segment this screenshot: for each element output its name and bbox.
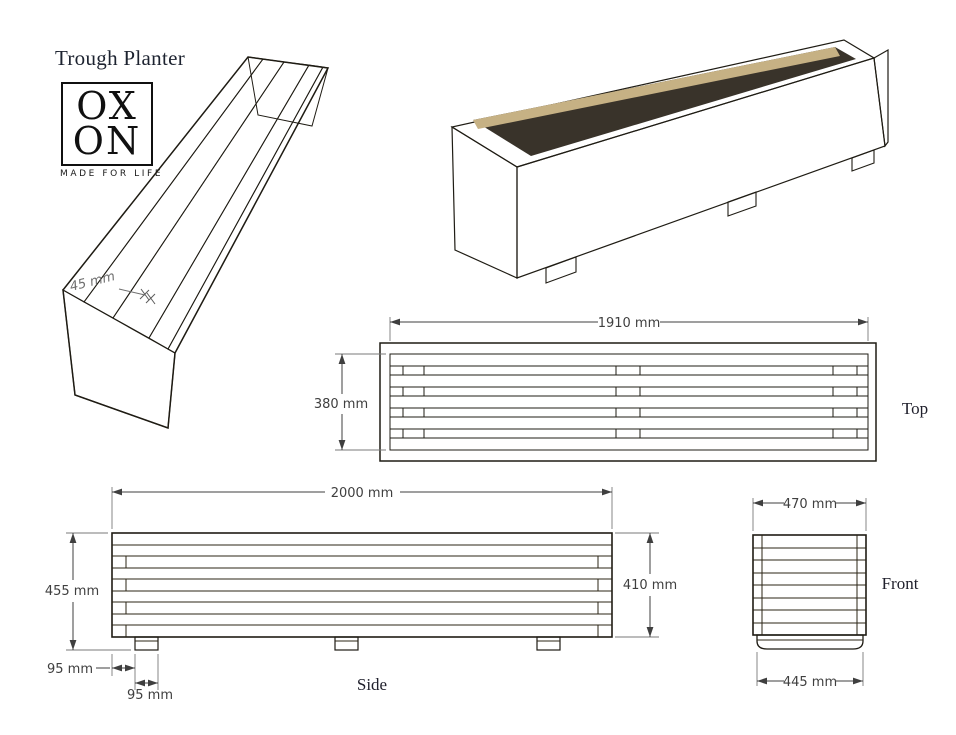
front-view: 470 mm 445 mm Front [752,497,919,690]
iso-right-foot-right [851,149,875,172]
leader-line [118,288,146,296]
dim-side-foot-inset-label: 95 mm [47,662,93,677]
dim-side-body-height: 410 mm [615,532,677,638]
iso-left-far-rim [167,66,329,354]
top-view-frame [379,342,877,462]
iso-right-opening [473,47,856,156]
dim-front-top-width: 470 mm [752,497,867,531]
logo-tagline: MADE FOR LIFE [60,169,164,179]
iso-left-near-end-face [62,288,176,429]
dim-top-length: 1910 mm [389,316,869,341]
dim-top-depth-label: 380 mm [314,397,368,412]
iso-right-end-face [451,125,518,279]
side-view-label: Side [357,675,387,694]
iso-right-inner-back-wall [473,47,840,129]
dim-side-total-height-label: 455 mm [45,584,99,599]
planter-3d-left-view: 45 mm [62,56,330,430]
side-view-feet [134,636,561,651]
iso-left-silhouette [62,56,330,430]
logo-line2: ON [72,119,142,163]
dim-side-total-height: 455 mm [45,532,131,651]
iso-left-far-wall-inner [148,64,324,350]
front-view-label: Front [882,574,919,593]
planter-3d-right-view [450,39,889,284]
top-view-cross-battens [402,365,858,439]
front-view-base [756,634,864,650]
logo-line1: OX [76,84,138,129]
leader-arrow-marks [139,288,156,305]
iso-right-foot-center [727,191,757,217]
top-view-label: Top [902,399,928,418]
dim-top-length-label: 1910 mm [598,316,661,331]
dim-front-top-width-label: 470 mm [783,497,837,512]
front-view-planks [753,535,866,635]
page-title: Trough Planter [55,46,186,70]
iso-right-end-cap [873,48,889,148]
top-view-inner [389,353,869,451]
dim-front-base-width-label: 445 mm [783,675,837,690]
iso-left-outer-wall [62,56,264,303]
dim-side-foot-width-label: 95 mm [127,688,173,703]
logo-mark: OX ON [61,82,153,166]
dim-side-foot-inset: 95 mm [47,654,136,690]
top-view-slats [389,353,869,451]
dim-front-base-width: 445 mm [756,652,864,690]
dim-side-foot-width: 95 mm [127,654,173,703]
brand-logo: OX ON MADE FOR LIFE [60,82,164,179]
iso-right-foot-left [545,256,577,284]
dim-side-body-height-label: 410 mm [623,578,677,593]
dim-side-length: 2000 mm [111,486,613,529]
dim-side-length-label: 2000 mm [331,486,394,501]
top-view: 1910 mm 380 mm Top [314,316,928,462]
side-view: 2000 mm 455 mm 410 mm [45,486,677,703]
side-view-body [111,532,613,638]
side-view-planks [112,544,612,637]
dim-top-depth: 380 mm [314,353,386,451]
